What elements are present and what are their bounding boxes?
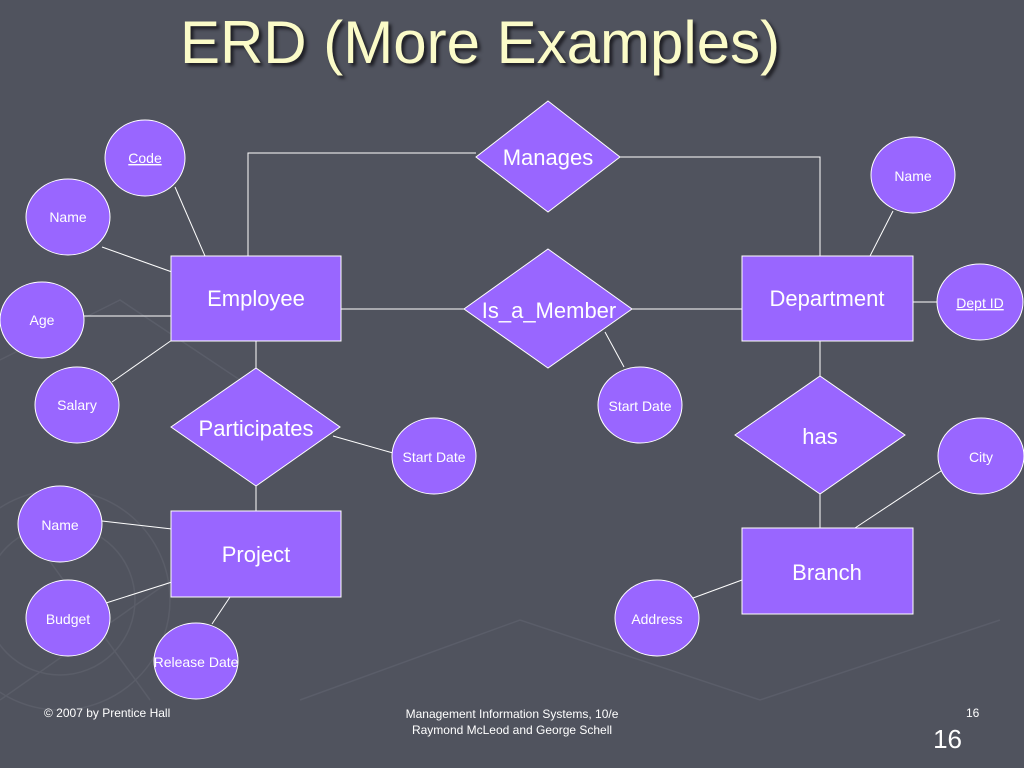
attribute-employee-code: Code: [104, 119, 186, 197]
entity-employee-label: Employee: [207, 286, 305, 311]
entity-branch-label: Branch: [792, 560, 862, 585]
attribute-employee-code-label: Code: [128, 150, 162, 166]
attribute-project-release-date-label: Release Date: [154, 654, 239, 670]
attribute-department-dept-id-label: Dept ID: [956, 295, 1003, 311]
attribute-participates-start-date: Start Date: [391, 417, 477, 495]
relationship-has-label: has: [802, 424, 837, 449]
attribute-employee-age-label: Age: [30, 312, 55, 328]
attribute-employee-name: Name: [25, 178, 111, 256]
attribute-department-name-label: Name: [894, 168, 932, 184]
relationship-is-a-member: Is_a_Member: [463, 248, 633, 369]
entity-department-label: Department: [770, 286, 885, 311]
attribute-employee-age: Age: [0, 281, 85, 359]
attribute-department-name: Name: [870, 136, 956, 214]
attribute-participates-start-date-label: Start Date: [402, 449, 465, 465]
footer-book-title: Management Information Systems, 10/e: [405, 707, 619, 721]
entity-project: Project: [170, 510, 342, 598]
attribute-employee-name-label: Name: [49, 209, 87, 225]
relationship-has: has: [734, 375, 906, 495]
attribute-project-name: Name: [17, 485, 103, 563]
relationship-is-a-member-label: Is_a_Member: [482, 298, 617, 323]
slide-page-number: 16: [933, 724, 962, 754]
entity-branch: Branch: [741, 527, 914, 615]
attribute-project-budget-label: Budget: [46, 611, 90, 627]
relationship-manages: Manages: [475, 100, 621, 213]
entity-project-label: Project: [222, 542, 290, 567]
relationship-manages-label: Manages: [503, 145, 594, 170]
attribute-project-release-date: Release Date: [153, 622, 239, 700]
attribute-project-budget: Budget: [25, 579, 111, 657]
entity-department: Department: [741, 255, 914, 342]
attribute-branch-address-label: Address: [631, 611, 682, 627]
attribute-project-name-label: Name: [41, 517, 79, 533]
connector-lines: [84, 152, 942, 625]
attribute-employee-salary-label: Salary: [57, 397, 97, 413]
relationship-participates: Participates: [170, 367, 341, 487]
attribute-branch-address: Address: [614, 579, 700, 657]
footer-book-info: Management Information Systems, 10/e Ray…: [312, 706, 712, 738]
footer-book-authors: Raymond McLeod and George Schell: [411, 723, 613, 737]
attribute-department-dept-id: Dept ID: [936, 263, 1024, 341]
slide-title: ERD (More Examples): [179, 9, 781, 76]
footer-copyright: © 2007 by Prentice Hall: [44, 706, 171, 720]
footer-page-small: 16: [966, 706, 980, 720]
attribute-branch-city: City: [937, 417, 1024, 495]
attribute-member-start-date-label: Start Date: [608, 398, 671, 414]
attribute-branch-city-label: City: [969, 449, 993, 465]
entity-employee: Employee: [170, 255, 342, 342]
attribute-employee-salary: Salary: [34, 366, 120, 444]
attribute-member-start-date: Start Date: [597, 366, 683, 444]
relationship-participates-label: Participates: [199, 416, 314, 441]
